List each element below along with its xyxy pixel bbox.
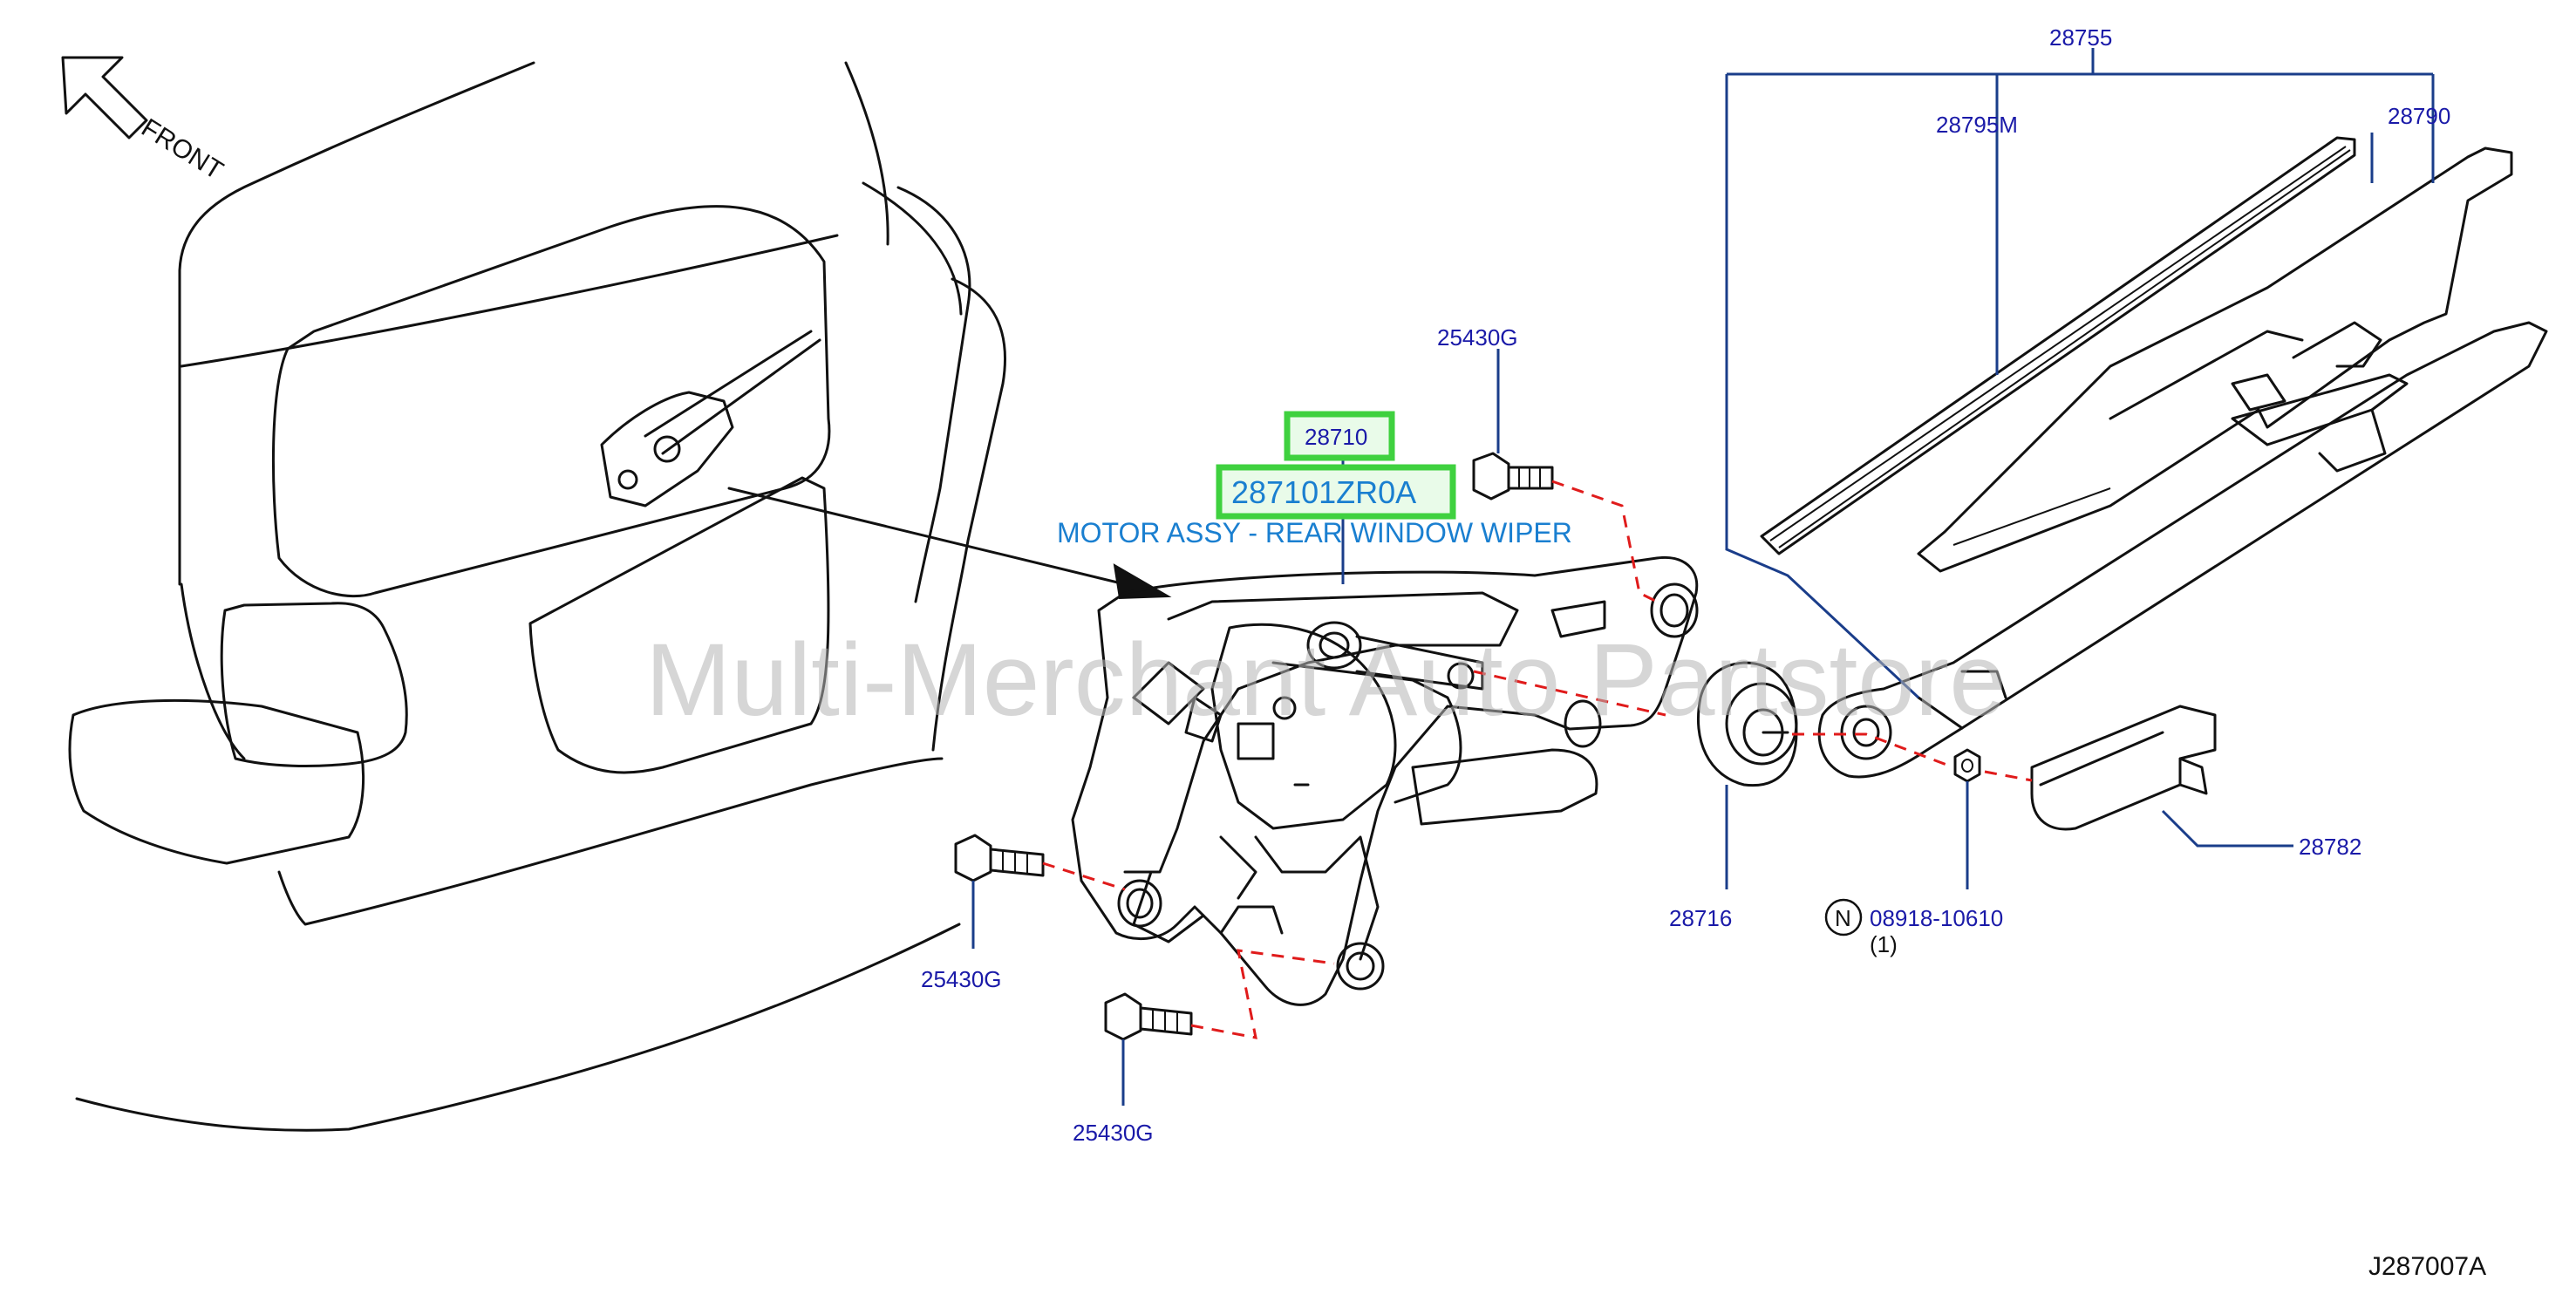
pivot-cap-icon xyxy=(2030,705,2217,831)
label-28710: 28710 xyxy=(1305,424,1367,450)
label-28795m: 28795M xyxy=(1936,112,2018,138)
watermark: Multi-Merchant Auto Partstore xyxy=(645,623,2007,738)
highlight-28710 xyxy=(1287,414,1392,458)
nut-symbol: N xyxy=(1835,905,1851,931)
alignment-lines xyxy=(1042,480,2033,1039)
label-nut-quantity: (1) xyxy=(1870,931,1898,957)
front-label: FRONT xyxy=(136,113,228,186)
bolt-bottom-icon xyxy=(1104,992,1193,1041)
highlight-28710-frame xyxy=(1284,411,1395,461)
wiper-arm-icon xyxy=(1817,321,2548,779)
wiper-blade-holder-icon xyxy=(1917,146,2513,573)
label-28790: 28790 xyxy=(2388,103,2450,129)
label-25430g-left: 25430G xyxy=(921,966,1002,992)
wiper-motor-assembly xyxy=(1071,555,1699,1006)
part-description: MOTOR ASSY - REAR WINDOW WIPER xyxy=(1057,517,1572,548)
bolt-top-icon xyxy=(1472,452,1554,501)
label-28716: 28716 xyxy=(1669,905,1732,931)
bolt-left-icon xyxy=(954,834,1045,882)
wiper-blade-rubber-icon xyxy=(1760,136,2356,555)
label-25430g-bottom: 25430G xyxy=(1073,1120,1154,1146)
front-arrow-icon xyxy=(61,56,148,140)
vehicle-rear-outline xyxy=(68,61,1006,1132)
part-number: 287101ZR0A xyxy=(1231,474,1416,510)
diagram-code: J287007A xyxy=(2368,1252,2486,1281)
highlight-part-number xyxy=(1219,467,1453,516)
label-08918-10610: 08918-10610 xyxy=(1870,905,2003,931)
nut-symbol-circle xyxy=(1824,898,1863,936)
leader-lines xyxy=(971,48,2435,1106)
label-28782: 28782 xyxy=(2299,834,2361,860)
vehicle-wiper-thumbnail xyxy=(600,330,821,507)
label-25430g-top: 25430G xyxy=(1437,324,1518,351)
highlight-part-number-frame xyxy=(1216,464,1456,520)
grommet-seal-icon xyxy=(1696,661,1798,787)
nut-icon xyxy=(1953,748,1981,783)
pointer-arrow xyxy=(727,487,1172,600)
label-28755: 28755 xyxy=(2049,24,2112,51)
